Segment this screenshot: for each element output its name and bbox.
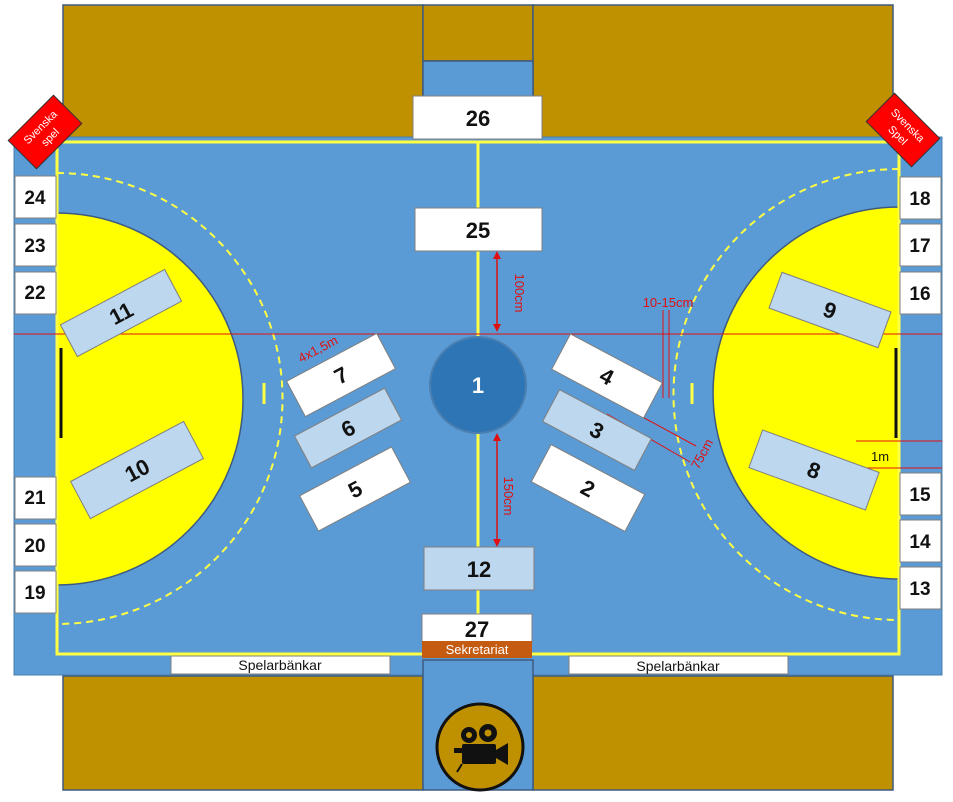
camera-icon: [454, 724, 508, 773]
board-5: 5: [299, 446, 411, 532]
stand-bottom-left: [62, 675, 424, 791]
board-14-label: 14: [909, 532, 931, 553]
bench-right: [568, 655, 789, 675]
dimension-150cm: 150cm: [501, 476, 516, 515]
board-16-label: 16: [909, 284, 930, 305]
board-16: [899, 271, 942, 315]
board-19: [14, 570, 57, 614]
board-15: [899, 472, 942, 516]
board-15-label: 15: [909, 485, 931, 506]
board-21-label: 21: [24, 488, 46, 509]
board-20-label: 20: [24, 536, 45, 557]
board-22: [14, 271, 57, 315]
board-26-label: 26: [466, 106, 490, 131]
left-side-boards: 24 23 22 21 20 19: [14, 175, 57, 614]
stand-top-left: [62, 4, 424, 139]
right-side-boards: 18 17 16 15 14 13: [899, 176, 942, 610]
board-14: [899, 519, 942, 563]
board-6: 6: [293, 387, 403, 469]
camera-position: [435, 702, 525, 792]
board-24: [14, 175, 57, 219]
board-20: [14, 523, 57, 567]
board-21: [14, 476, 57, 520]
board-13: [899, 566, 942, 610]
board-17-label: 17: [909, 236, 930, 257]
bench-right-label: Spelarbänkar: [636, 658, 720, 674]
board-13-label: 13: [909, 579, 930, 600]
board-10: 10: [69, 420, 205, 520]
board-18-label: 18: [909, 189, 930, 210]
bench-left-label: Spelarbänkar: [238, 657, 322, 673]
board-27-label: 27: [465, 617, 489, 642]
board-23: [14, 223, 57, 267]
stands: [62, 4, 894, 791]
board-27: [421, 613, 533, 643]
board-1-center-circle: [429, 336, 527, 434]
board-26: [412, 95, 543, 140]
board-11: 11: [59, 268, 183, 358]
bench-left: [170, 655, 391, 675]
distance-100-arrowhead-bottom: [493, 324, 501, 332]
distance-150-arrowhead-top: [493, 433, 501, 441]
board-22-label: 22: [24, 283, 45, 304]
board-4: 4: [551, 333, 663, 419]
dimension-10-15cm: 10-15cm: [643, 295, 694, 310]
board-12-label: 12: [467, 557, 491, 582]
board-7: 7: [285, 332, 397, 418]
dimension-1m: 1m: [871, 449, 889, 464]
board-25-label: 25: [466, 218, 490, 243]
stand-bottom-right: [532, 675, 894, 791]
board-18: [899, 176, 942, 220]
board-8: 8: [748, 429, 880, 511]
sekretariat: [422, 641, 532, 658]
board-25: [414, 207, 543, 252]
board-23-label: 23: [24, 236, 45, 257]
board-1-label: 1: [472, 373, 484, 398]
stand-top-middle: [422, 4, 534, 62]
board-3: 3: [541, 389, 653, 471]
free-throw-line-left: [56, 172, 284, 625]
board-24-label: 24: [24, 188, 46, 209]
distance-150-arrowhead-bottom: [493, 539, 501, 547]
sekretariat-label: Sekretariat: [446, 642, 509, 657]
sponsor-sign-left: Svenska spel: [7, 94, 83, 170]
stand-top-right: [532, 4, 894, 139]
board-19-label: 19: [24, 583, 45, 604]
distance-100-arrowhead-top: [493, 251, 501, 259]
dimension-100cm: 100cm: [512, 273, 527, 312]
board-12: [423, 546, 535, 591]
board-9: 9: [768, 271, 892, 349]
board-17: [899, 223, 942, 267]
board-2: 2: [530, 443, 646, 533]
free-throw-line-right: [672, 168, 900, 621]
